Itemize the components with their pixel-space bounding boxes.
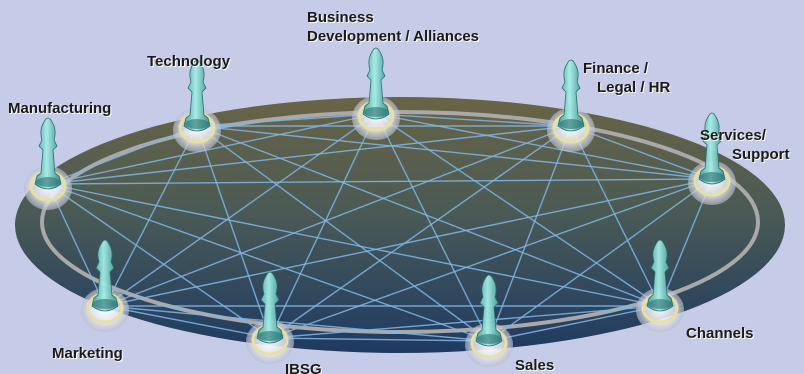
connector-business-development-ibsg bbox=[269, 113, 377, 339]
connector-technology-services bbox=[196, 125, 713, 180]
connector-ibsg-marketing bbox=[104, 305, 271, 339]
label-text-ibsg-0: IBSG bbox=[285, 361, 322, 374]
chess-piece-ibsg bbox=[256, 271, 284, 344]
label-text-business-development-1: Development / Alliances bbox=[307, 28, 479, 45]
chess-piece-business-development bbox=[362, 47, 390, 120]
connector-technology-sales bbox=[196, 125, 490, 342]
label-text-sales-0: Sales bbox=[515, 357, 554, 374]
connector-sales-ibsg bbox=[269, 337, 490, 342]
label-text-marketing-0: Marketing bbox=[52, 345, 123, 362]
connector-manufacturing-sales bbox=[47, 183, 490, 342]
platform bbox=[15, 97, 785, 353]
label-shadow-business-development-1: Development / Alliances bbox=[308, 29, 480, 46]
chess-piece-technology bbox=[183, 59, 211, 132]
chess-pieces bbox=[34, 47, 726, 347]
label-text-finance-0: Finance / bbox=[583, 60, 649, 77]
label-shadow-marketing-0: Marketing bbox=[53, 346, 124, 363]
connector-business-development-services bbox=[375, 113, 713, 180]
connector-finance-channels bbox=[570, 125, 661, 307]
connector-sales-marketing bbox=[104, 305, 490, 342]
chess-piece-marketing bbox=[91, 239, 119, 312]
chess-piece-sales bbox=[475, 274, 503, 347]
label-text-channels-0: Channels bbox=[686, 325, 754, 342]
label-shadow-services-1: Support bbox=[733, 147, 791, 164]
connector-technology-channels bbox=[196, 125, 661, 307]
connector-services-sales bbox=[488, 178, 713, 342]
chess-piece-channels bbox=[646, 239, 674, 312]
label-shadow-business-development-0: Business bbox=[308, 10, 375, 27]
connector-finance-marketing bbox=[104, 125, 572, 307]
label-shadow-finance-1: Legal / HR bbox=[598, 80, 672, 97]
label-text-finance-1: Legal / HR bbox=[597, 79, 671, 96]
label-text-manufacturing-0: Manufacturing bbox=[8, 100, 111, 117]
connector-finance-sales bbox=[488, 125, 572, 342]
connector-finance-ibsg bbox=[269, 125, 572, 339]
chess-piece-finance bbox=[557, 59, 585, 132]
connector-technology-business-development bbox=[196, 113, 377, 127]
connector-services-marketing bbox=[104, 178, 713, 307]
chess-piece-manufacturing bbox=[34, 117, 62, 190]
connector-manufacturing-finance bbox=[47, 125, 572, 185]
connector-technology-ibsg bbox=[196, 125, 271, 339]
label-shadow-ibsg-0: IBSG bbox=[286, 362, 323, 374]
label-shadow-technology-0: Technology bbox=[148, 54, 232, 71]
chess-piece-services bbox=[698, 112, 726, 185]
connector-business-development-channels bbox=[375, 113, 661, 307]
label-shadow-finance-0: Finance / bbox=[584, 61, 650, 78]
label-shadow-services-0: Services/ bbox=[701, 128, 768, 145]
connector-business-development-sales bbox=[375, 113, 490, 342]
label-text-services-1: Support bbox=[732, 146, 790, 163]
label-shadow-manufacturing-0: Manufacturing bbox=[9, 101, 112, 118]
connector-manufacturing-channels bbox=[47, 183, 661, 307]
connector-business-development-finance bbox=[375, 113, 572, 127]
label-text-services-0: Services/ bbox=[700, 127, 767, 144]
connector-technology-marketing bbox=[104, 125, 198, 307]
connector-manufacturing-ibsg bbox=[47, 183, 271, 339]
connector-manufacturing-technology bbox=[47, 125, 198, 185]
connector-manufacturing-services bbox=[47, 178, 713, 185]
connector-finance-services bbox=[570, 125, 713, 180]
label-text-business-development-0: Business bbox=[307, 9, 374, 26]
connector-channels-ibsg bbox=[269, 305, 661, 339]
connector-channels-sales bbox=[488, 305, 661, 342]
connector-business-development-marketing bbox=[104, 113, 377, 307]
label-text-technology-0: Technology bbox=[147, 53, 231, 70]
platform-ring bbox=[40, 110, 760, 334]
label-shadow-channels-0: Channels bbox=[687, 326, 755, 343]
label-shadow-sales-0: Sales bbox=[516, 358, 555, 374]
connector-services-ibsg bbox=[269, 178, 713, 339]
